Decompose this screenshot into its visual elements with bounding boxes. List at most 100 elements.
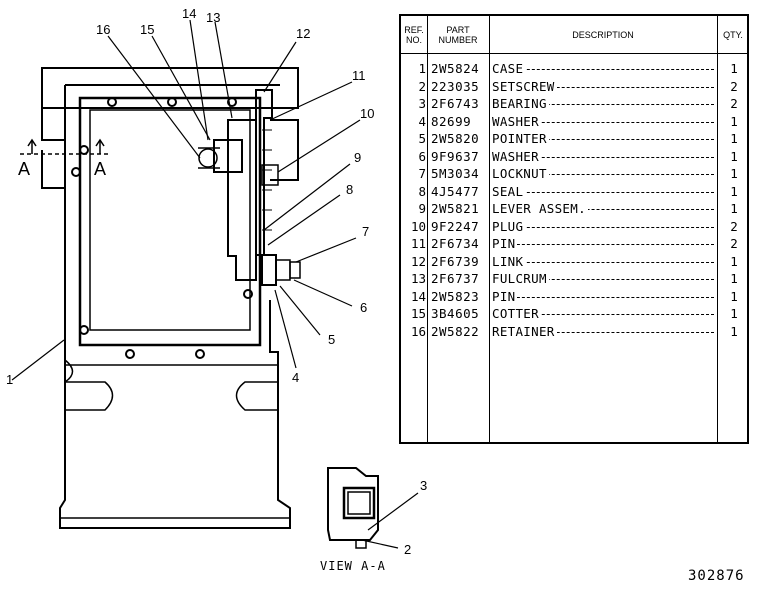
quantity: 1 [730, 148, 738, 164]
table-row: 11 2F6734 PIN 2 [401, 235, 747, 253]
callout-8: 8 [346, 182, 353, 197]
part-number: 82699 [431, 113, 472, 129]
quantity: 1 [730, 61, 738, 76]
description: COTTER [492, 305, 541, 323]
leader-dashes [492, 253, 714, 263]
leader-dashes [492, 183, 714, 193]
description: BEARING [492, 95, 549, 113]
description: LEVER ASSEM. [492, 200, 588, 218]
ref-number: 9 [418, 201, 426, 216]
table-row: 7 5M3034 LOCKNUT 1 [401, 165, 747, 183]
quantity: 2 [730, 236, 738, 251]
description: SETSCREW [492, 77, 557, 95]
leader-dashes [492, 130, 714, 140]
quantity: 1 [730, 113, 738, 129]
part-number: 2F6737 [431, 271, 480, 286]
quantity: 1 [730, 306, 738, 321]
description: RETAINER [492, 322, 557, 340]
description: FULCRUM [492, 270, 549, 288]
part-number: 2W5824 [431, 61, 480, 76]
part-number: 2W5821 [431, 201, 480, 216]
callout-9: 9 [354, 150, 361, 165]
callout-10: 10 [360, 106, 374, 121]
part-number: 2F6734 [431, 236, 480, 251]
description: SEAL [492, 182, 526, 200]
ref-number: 10 [410, 218, 426, 234]
leader-dashes [492, 235, 714, 245]
quantity: 1 [730, 271, 738, 286]
leader-dashes [492, 148, 714, 158]
leader-dashes [492, 270, 714, 280]
callout-16: 16 [96, 22, 110, 37]
table-row: 3 2F6743 BEARING 2 [401, 95, 747, 113]
case-top-flange [41, 67, 299, 109]
leader-dashes [492, 113, 714, 123]
table-row: 13 2F6737 FULCRUM 1 [401, 270, 747, 288]
leader-dashes [492, 305, 714, 315]
header-qty: QTY. [723, 29, 743, 40]
quantity: 1 [730, 183, 738, 199]
ref-number: 11 [410, 236, 426, 251]
ref-number: 15 [410, 306, 426, 321]
callout-11: 11 [352, 68, 366, 83]
ref-number: 1 [418, 61, 426, 76]
ref-number: 8 [418, 183, 426, 199]
part-number: 5M3034 [431, 166, 480, 181]
ref-number: 16 [410, 323, 426, 339]
part-number: 2W5822 [431, 323, 480, 339]
description: WASHER [492, 147, 541, 165]
callout-7: 7 [362, 224, 369, 239]
ref-number: 3 [418, 96, 426, 111]
part-number: 2W5823 [431, 288, 480, 304]
description: POINTER [492, 130, 549, 148]
part-number: 4J5477 [431, 183, 480, 199]
quantity: 1 [730, 166, 738, 181]
description: PIN [492, 235, 518, 253]
table-row: 8 4J5477 SEAL 1 [401, 182, 747, 200]
part-number: 2F6743 [431, 96, 480, 111]
description: PIN [492, 287, 518, 305]
quantity: 1 [730, 288, 738, 304]
table-row: 16 2W5822 RETAINER 1 [401, 322, 747, 340]
callout-6: 6 [360, 300, 367, 315]
drawing-number: 302876 [688, 568, 745, 584]
ref-number: 6 [418, 148, 426, 164]
leader-dashes [492, 200, 714, 210]
leader-dashes [492, 95, 714, 105]
ref-number: 12 [410, 253, 426, 269]
callout-1: 1 [6, 372, 13, 387]
part-number: 2F6739 [431, 253, 480, 269]
quantity: 1 [730, 323, 738, 339]
leader-dashes [492, 60, 714, 70]
description: PLUG [492, 217, 526, 235]
description: WASHER [492, 112, 541, 130]
callout-2: 2 [404, 542, 411, 557]
callout-3: 3 [420, 478, 427, 493]
callout-4: 4 [292, 370, 299, 385]
callout-14: 14 [182, 6, 196, 21]
view-a-a-detail [327, 467, 379, 549]
part-number: 2W5820 [431, 131, 480, 146]
header-ref: REF.NO. [404, 24, 424, 45]
ref-number: 2 [418, 78, 426, 94]
ref-number: 7 [418, 166, 426, 181]
description: LOCKNUT [492, 165, 549, 183]
ref-number: 13 [410, 271, 426, 286]
callout-5: 5 [328, 332, 335, 347]
quantity: 2 [730, 96, 738, 111]
plug [261, 164, 279, 186]
fulcrum [213, 139, 243, 173]
callout-12: 12 [296, 26, 310, 41]
ref-number: 5 [418, 131, 426, 146]
